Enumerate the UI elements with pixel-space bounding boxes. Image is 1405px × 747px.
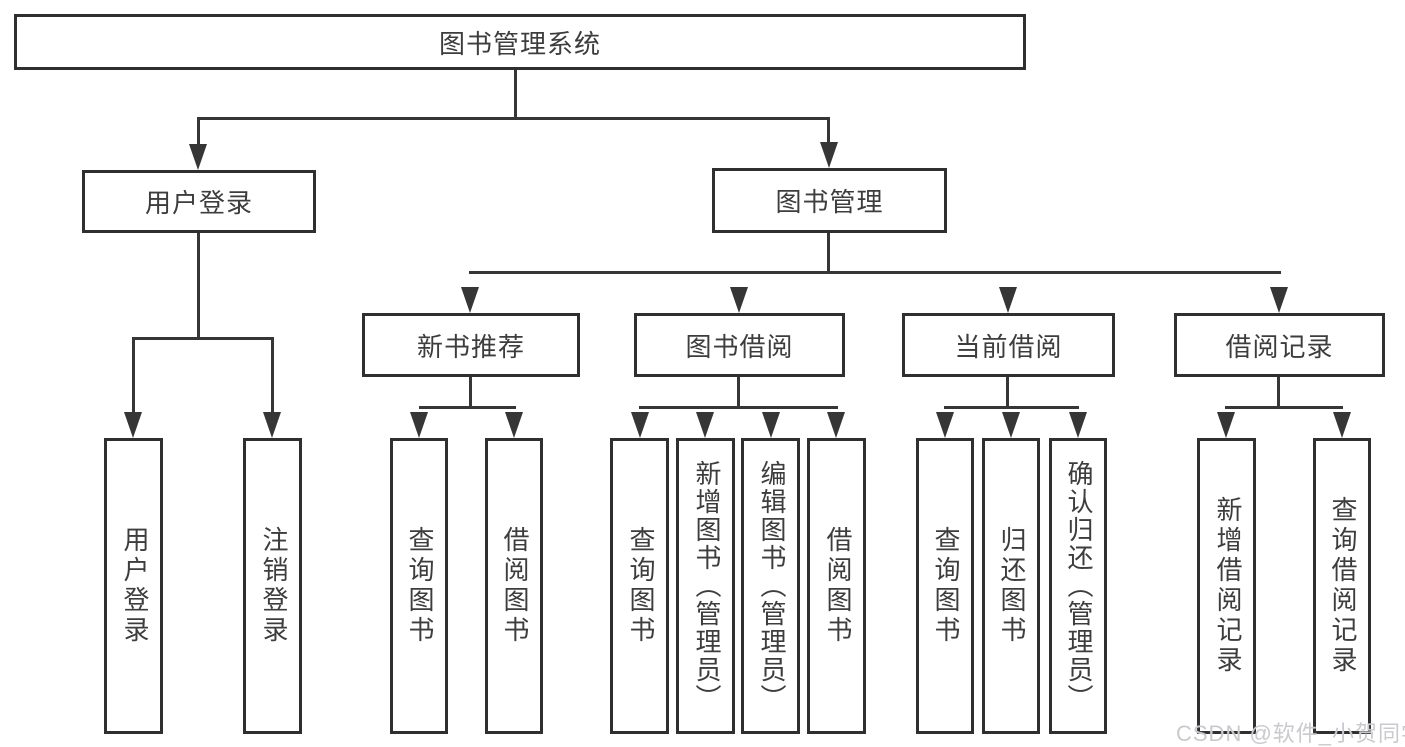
- node-book-management: 图书管理: [712, 168, 947, 233]
- arrow-to-br-query: [1333, 412, 1351, 438]
- leaf-bb-borrow-books: 借阅图书: [807, 438, 866, 734]
- connector-user-login-span: [132, 337, 274, 340]
- csdn-watermark: CSDN @软件_小贺同学: [1176, 721, 1405, 746]
- arrow-to-book-management: [820, 142, 838, 168]
- connector-nbr-span: [419, 406, 516, 409]
- leaf-cb-query-books: 查询图书: [916, 438, 974, 734]
- connector-book-mgmt-drop: [827, 117, 830, 145]
- node-book-borrowing-label: 图书借阅: [685, 331, 794, 362]
- arrow-to-nbr-query: [410, 412, 428, 438]
- arrow-to-cb-confirm: [1069, 412, 1087, 438]
- node-user-login-label: 用户登录: [144, 188, 253, 218]
- connector-br-stem: [1277, 377, 1280, 409]
- arrow-to-bb-query: [631, 412, 649, 438]
- leaf-cb-return-books: 归还图书: [982, 438, 1040, 734]
- arrow-to-leaf-logout: [263, 412, 281, 438]
- leaf-bb-query-books: 查询图书: [610, 438, 669, 734]
- node-new-book-recommendation: 新书推荐: [362, 313, 580, 377]
- node-new-book-recommendation-label: 新书推荐: [416, 331, 525, 362]
- node-book-borrowing: 图书借阅: [634, 313, 845, 377]
- leaf-nbr-borrow-books: 借阅图书: [485, 438, 543, 734]
- leaf-logout: 注销登录: [243, 438, 302, 734]
- arrow-to-nbr-borrow: [505, 412, 523, 438]
- connector-bb-stem: [737, 377, 740, 409]
- leaf-bb-edit-books: 编辑图书（管理员）: [741, 438, 800, 734]
- leaf-bb-add-books: 新增图书（管理员）: [676, 438, 735, 734]
- node-library-management-system: 图书管理系统: [14, 14, 1026, 70]
- node-user-login: 用户登录: [82, 170, 316, 233]
- leaf-br-add-record: 新增借阅记录: [1197, 438, 1256, 734]
- arrow-to-br-add: [1217, 412, 1235, 438]
- connector-book-mgmt-span: [469, 271, 1281, 274]
- connector-book-mgmt-stem: [827, 233, 830, 274]
- node-library-management-system-label: 图书管理系统: [438, 28, 601, 59]
- arrow-to-user-login: [189, 144, 207, 170]
- arrow-to-cb-return: [1002, 412, 1020, 438]
- arrow-to-borrowing-records: [1270, 287, 1288, 313]
- connector-nbr-stem: [469, 377, 472, 409]
- arrow-to-bb-borrow: [827, 412, 845, 438]
- connector-leaf-login-drop: [132, 337, 135, 414]
- node-book-management-label: 图书管理: [775, 187, 884, 217]
- node-borrowing-records: 借阅记录: [1174, 313, 1385, 377]
- arrow-to-bb-edit: [762, 412, 780, 438]
- connector-leaf-logout-drop: [271, 337, 274, 414]
- arrow-to-new-book-recommendation: [461, 287, 479, 313]
- arrow-to-book-borrowing: [730, 287, 748, 313]
- arrow-to-current-borrowing: [999, 287, 1017, 313]
- node-current-borrowing: 当前借阅: [902, 313, 1115, 377]
- connector-cb-span: [944, 406, 1079, 409]
- connector-root-stem: [514, 70, 517, 117]
- arrow-to-cb-query: [936, 412, 954, 438]
- connector-cb-stem: [1006, 377, 1009, 409]
- arrow-to-leaf-user-login: [124, 412, 142, 438]
- connector-br-span: [1225, 406, 1343, 409]
- leaf-user-login: 用户登录: [104, 438, 163, 734]
- leaf-br-query-record: 查询借阅记录: [1313, 438, 1371, 734]
- leaf-nbr-query-books: 查询图书: [390, 438, 448, 734]
- connector-user-login-drop: [197, 117, 200, 147]
- connector-bb-span: [639, 406, 838, 409]
- node-current-borrowing-label: 当前借阅: [954, 331, 1063, 362]
- node-borrowing-records-label: 借阅记录: [1225, 331, 1334, 362]
- arrow-to-bb-add: [696, 412, 714, 438]
- connector-user-login-stem: [197, 233, 200, 340]
- connector-root-span: [198, 117, 830, 120]
- leaf-cb-confirm-return: 确认归还（管理员）: [1049, 438, 1107, 734]
